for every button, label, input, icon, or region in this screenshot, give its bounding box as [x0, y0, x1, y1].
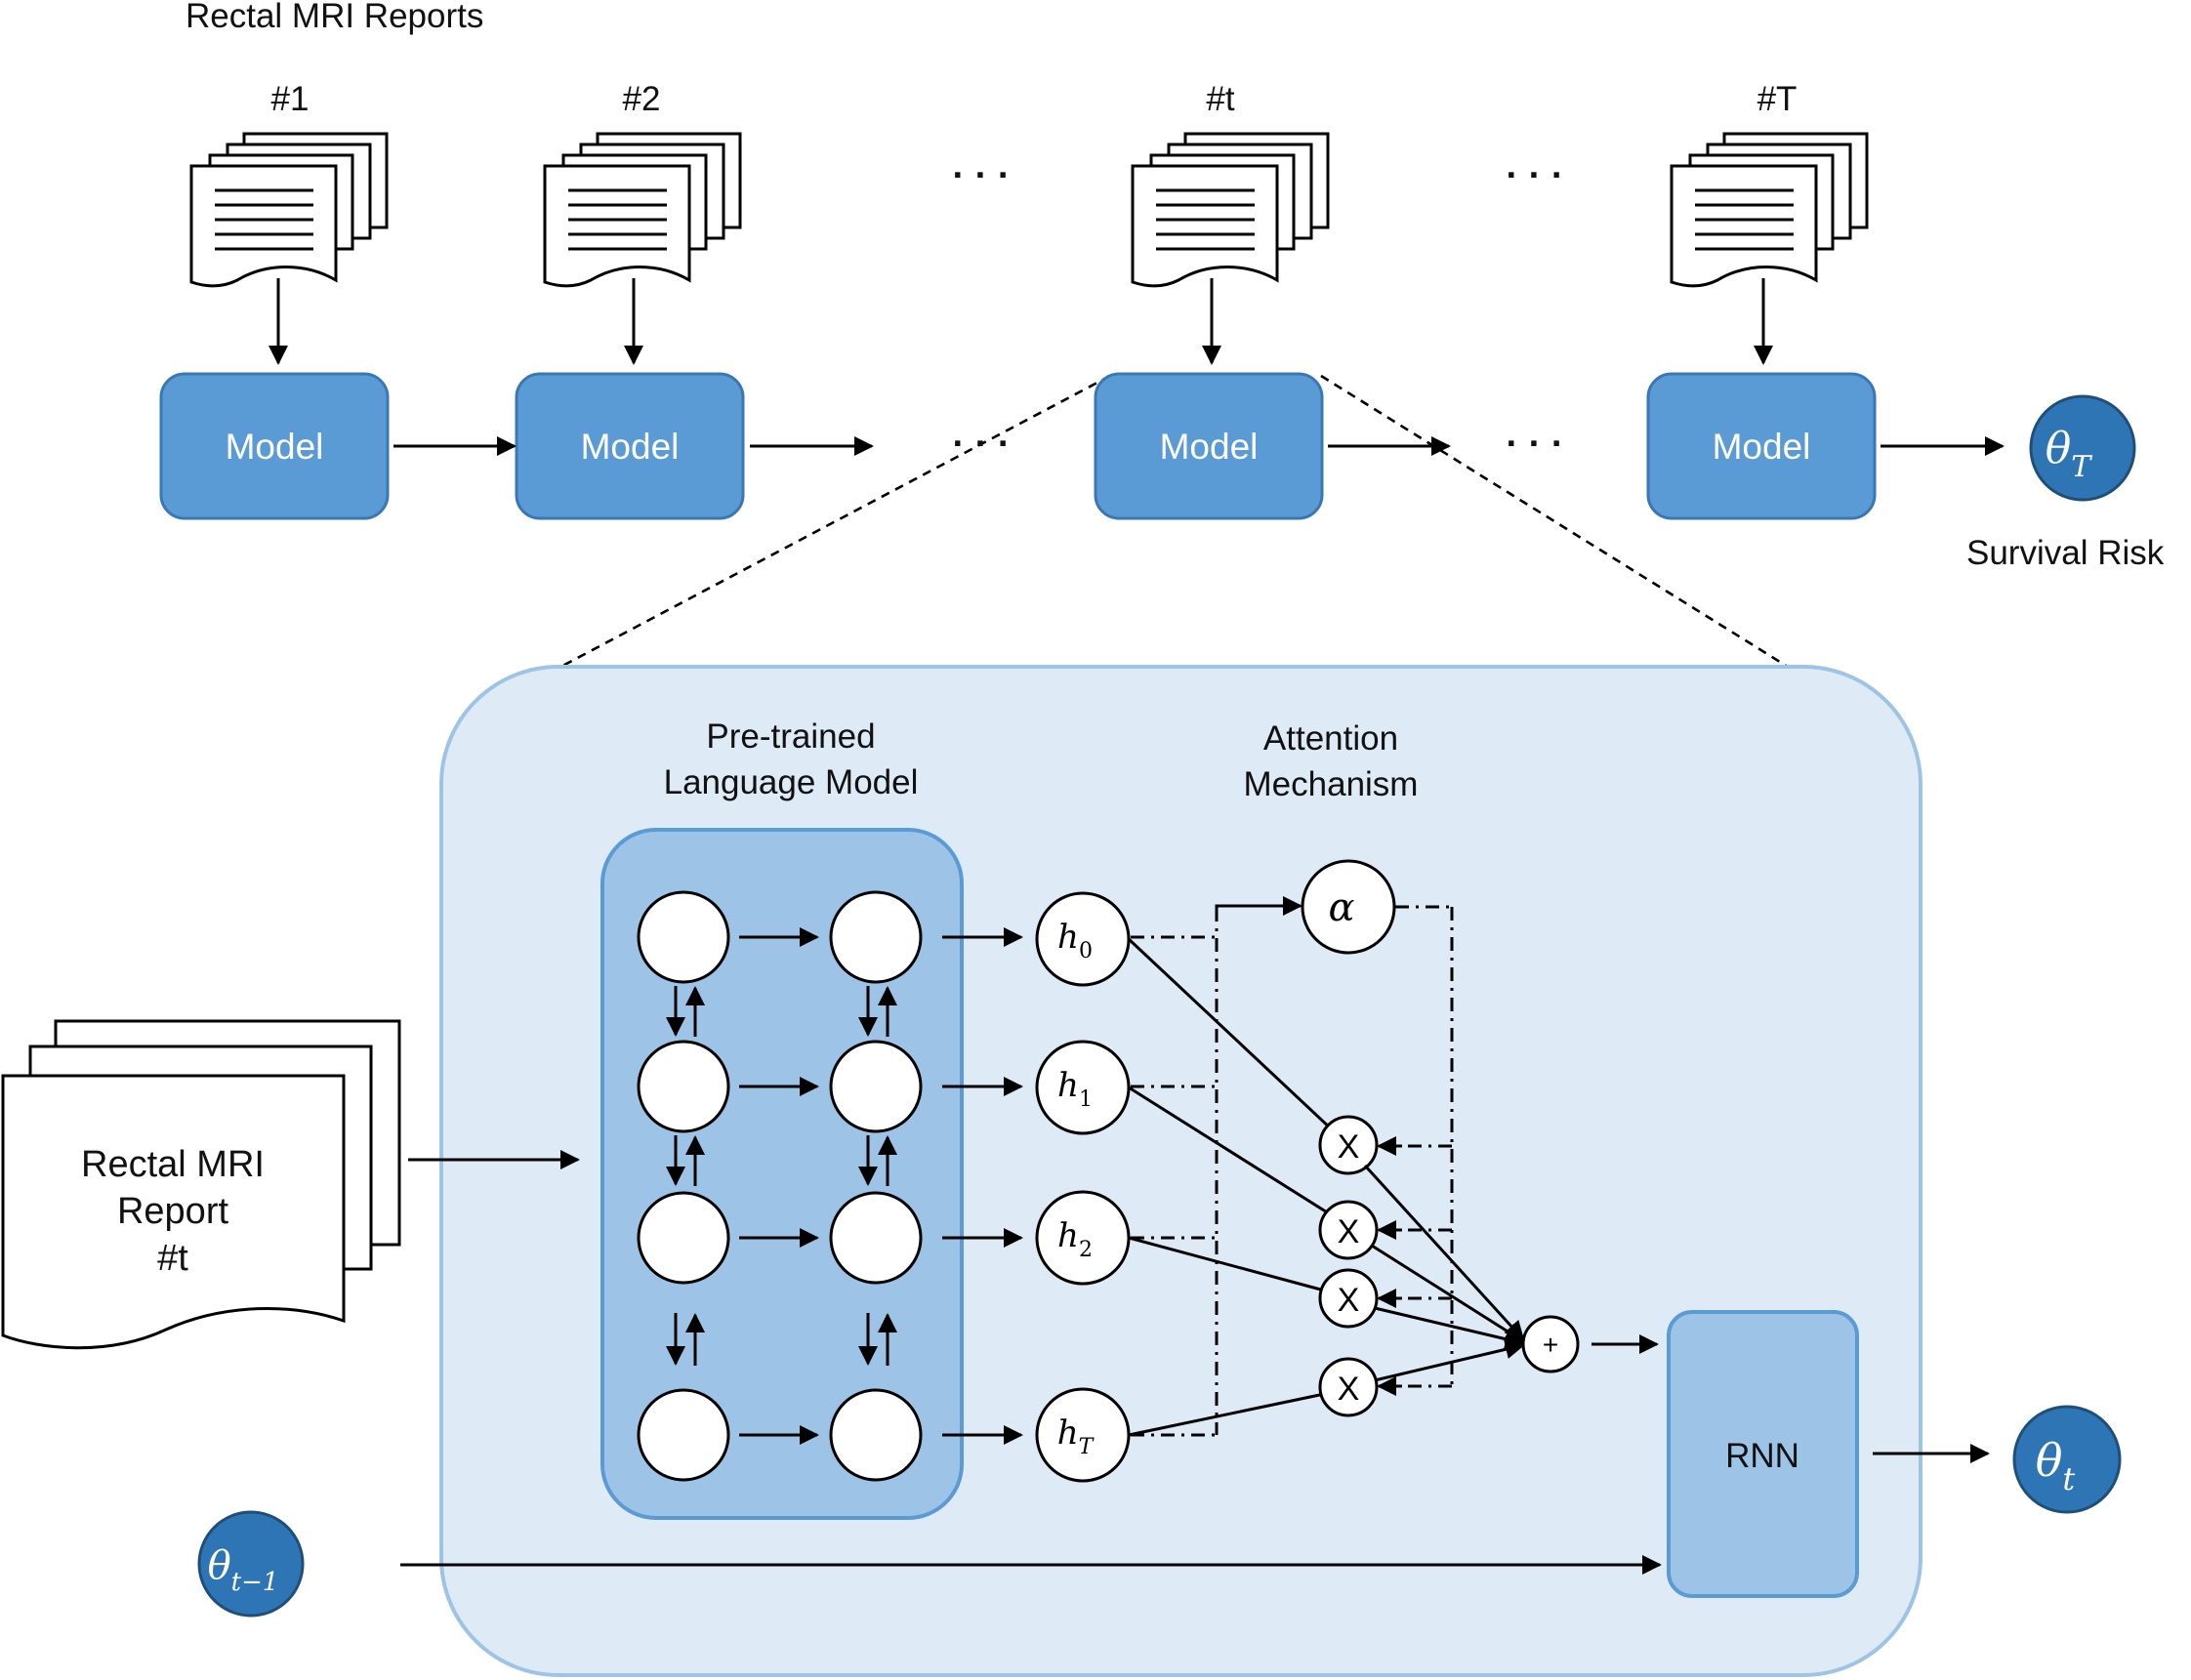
model-box-1: Model: [159, 372, 390, 520]
alpha-symbol: α: [1328, 885, 1354, 930]
h2-symbol: h: [1057, 1216, 1079, 1255]
report-stack-2: [543, 132, 742, 288]
attention-title-line1: Attention: [1263, 719, 1398, 758]
hidden-to-multiply-lines: [1127, 937, 1335, 1437]
plm-node: [829, 890, 923, 984]
zoom-line-left: [517, 374, 1111, 691]
svg-text:hT: hT: [1057, 1414, 1096, 1459]
hT-symbol: h: [1057, 1414, 1079, 1453]
hidden-state-h1: h1: [1035, 1040, 1131, 1135]
plm-node: [637, 890, 730, 984]
plm-node: [829, 1040, 923, 1133]
reports-title: Rectal MRI Reports: [186, 0, 483, 35]
hidden-state-h0: h0: [1035, 891, 1131, 987]
sum-node: +: [1521, 1315, 1580, 1373]
svg-text:θt−1: θt−1: [208, 1543, 279, 1597]
plm-node: [829, 1191, 923, 1285]
plm-title-line2: Language Model: [664, 763, 919, 801]
theta-t-minus-1-symbol: θ: [208, 1543, 231, 1588]
theta-t-minus-1-node: θt−1: [197, 1510, 305, 1618]
report-stack-1: [189, 132, 389, 288]
plm-horizontal-arrows: [739, 927, 1023, 1445]
svg-text:θt: θt: [2036, 1434, 2076, 1497]
plm-node: [637, 1191, 730, 1285]
model-label-1: Model: [226, 427, 324, 467]
model-label-2: Model: [581, 427, 680, 467]
hT-sub: T: [1079, 1435, 1096, 1459]
report-stack-T: [1670, 132, 1869, 288]
input-report-line2: Report: [117, 1191, 228, 1232]
theta-t-minus-1-subscript: t−1: [231, 1568, 279, 1597]
multiply-to-sum-arrows: [1363, 1164, 1525, 1382]
ellipsis-mid-1: · · ·: [952, 424, 1010, 465]
sum-symbol: +: [1543, 1330, 1558, 1360]
multiply-node-1: X: [1318, 1200, 1379, 1260]
plm-nodes: [637, 890, 923, 1482]
plm-node: [637, 1388, 730, 1482]
h2-sub: 2: [1079, 1238, 1093, 1262]
h0-symbol: h: [1057, 918, 1079, 957]
plm-title-line1: Pre-trained: [706, 717, 875, 756]
multiply-node-3: X: [1318, 1357, 1379, 1417]
model-box-T: Model: [1646, 372, 1877, 520]
rnn-label: RNN: [1725, 1437, 1799, 1475]
alpha-weight-lines: [1377, 905, 1454, 1396]
input-report-stack: Rectal MRI Report #t: [1, 1019, 401, 1350]
h1-sub: 1: [1079, 1087, 1093, 1112]
ellipsis-mid-2: · · ·: [1506, 424, 1563, 465]
model-label-t: Model: [1160, 427, 1259, 467]
multiply-symbol-0: X: [1338, 1128, 1360, 1166]
ellipsis-top-2: · · ·: [1506, 155, 1563, 196]
theta-T-subscript: T: [2071, 450, 2092, 484]
report-stack-t: [1131, 132, 1330, 288]
theta-T-node: θT: [2029, 394, 2136, 502]
zoom-line-right: [1320, 374, 1812, 683]
model-box-t: Model: [1094, 372, 1324, 520]
svg-text:h2: h2: [1057, 1216, 1093, 1262]
svg-text:h1: h1: [1057, 1066, 1093, 1112]
report-label-1: #1: [271, 80, 310, 118]
multiply-symbol-2: X: [1338, 1282, 1360, 1319]
h1-symbol: h: [1057, 1066, 1079, 1105]
multiply-node-0: X: [1318, 1115, 1379, 1175]
input-report-line1: Rectal MRI: [81, 1144, 265, 1185]
report-label-2: #2: [623, 80, 661, 118]
ellipsis-top-1: · · ·: [952, 155, 1010, 196]
theta-t-symbol: θ: [2036, 1434, 2063, 1487]
plm-node: [637, 1040, 730, 1133]
multiply-symbol-3: X: [1338, 1371, 1360, 1408]
hidden-state-h2: h2: [1035, 1190, 1131, 1286]
theta-t-node: θt: [2012, 1405, 2122, 1514]
plm-node: [829, 1388, 923, 1482]
rnn-box: RNN: [1667, 1310, 1859, 1598]
multiply-symbol-1: X: [1338, 1213, 1360, 1250]
survival-risk-caption: Survival Risk: [1966, 534, 2165, 572]
theta-t-subscript: t: [2062, 1460, 2075, 1497]
plm-vertical-arrows: [666, 986, 897, 1366]
theta-T-symbol: θ: [2046, 424, 2072, 473]
model-label-T: Model: [1713, 427, 1811, 467]
svg-text:θT: θT: [2046, 424, 2093, 484]
attention-score-lines: [1131, 896, 1302, 1437]
report-label-t: #t: [1206, 80, 1234, 118]
hidden-state-hT: hT: [1035, 1387, 1131, 1483]
multiply-node-2: X: [1318, 1268, 1379, 1329]
svg-text:h0: h0: [1057, 918, 1093, 963]
attention-title-line2: Mechanism: [1244, 765, 1419, 803]
model-box-2: Model: [515, 372, 745, 520]
alpha-node: α: [1301, 859, 1396, 955]
input-report-line3: #t: [157, 1238, 188, 1279]
h0-sub: 0: [1079, 939, 1093, 963]
report-label-T: #T: [1757, 80, 1798, 118]
